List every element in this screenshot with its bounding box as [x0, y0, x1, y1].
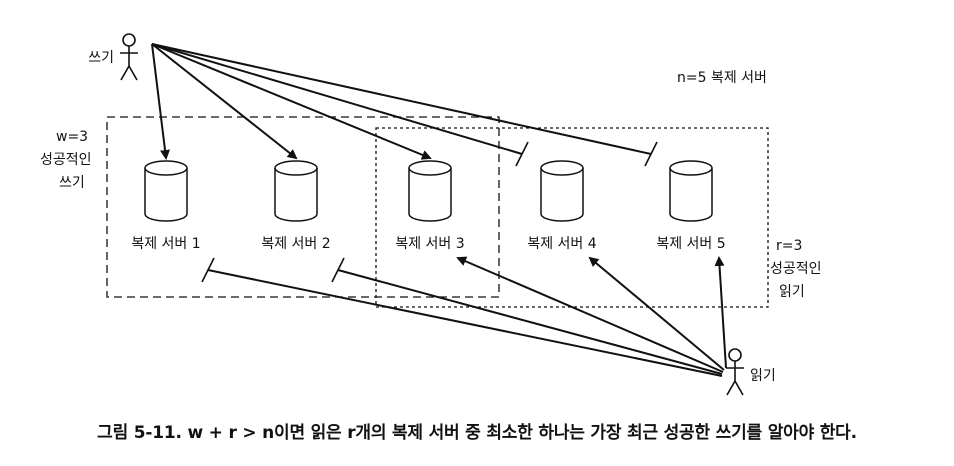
caption-text: w + r > n이면 읽은 r개의 복제 서버 중 최소한 하나는 가장 최근… [187, 423, 857, 443]
failed-write-cross-mark-4 [515, 141, 529, 167]
write-quorum-label: w=3 성공적인 쓰기 [40, 129, 92, 191]
read-quorum-line-3: 읽기 [779, 284, 805, 300]
database-cylinder-top [144, 160, 188, 176]
caption-prefix: 그림 5-11. [97, 423, 182, 443]
write-arrow-server-3 [151, 43, 432, 160]
server-label: 복제 서버 5 [656, 236, 725, 252]
server-5: 복제 서버 5 [656, 160, 726, 252]
database-cylinder-icon [669, 168, 713, 222]
write-arrow-server-1 [151, 43, 170, 160]
server-label: 복제 서버 3 [395, 236, 464, 252]
failed-read-line-server-1 [207, 269, 723, 377]
write-quorum-box [106, 116, 500, 298]
failed-read-line-server-2 [337, 269, 723, 375]
read-quorum-box [375, 127, 769, 308]
database-cylinder-icon [408, 168, 452, 222]
write-connections [151, 43, 658, 167]
failed-read-cross-mark-1 [201, 257, 215, 283]
write-quorum-line-3: 쓰기 [59, 175, 85, 191]
server-label: 복제 서버 4 [527, 236, 596, 252]
server-label: 복제 서버 2 [261, 236, 330, 252]
server-2: 복제 서버 2 [261, 160, 331, 252]
failed-write-line-server-4 [151, 43, 523, 155]
reader-actor: 읽기 [726, 348, 776, 396]
failed-write-line-server-5 [151, 43, 652, 155]
read-arrow-server-4 [588, 256, 725, 371]
replica-servers: 복제 서버 1 복제 서버 2 복제 서버 3 복제 서버 4 복제 서버 5 [131, 160, 726, 252]
reader-stick-figure-icon [726, 348, 744, 396]
database-cylinder-icon [274, 168, 318, 222]
server-3: 복제 서버 3 [395, 160, 465, 252]
total-servers-label: n=5 복제 서버 [677, 70, 767, 86]
failed-write-cross-mark-5 [644, 141, 658, 167]
reader-label: 읽기 [750, 368, 776, 384]
read-quorum-line-1: r=3 [776, 238, 802, 254]
read-arrow-server-3 [456, 256, 724, 373]
write-arrow-server-2 [151, 43, 298, 160]
write-quorum-line-1: w=3 [56, 129, 88, 145]
writer-stick-figure-icon [120, 33, 138, 81]
read-quorum-label: r=3 성공적인 읽기 [770, 238, 822, 300]
writer-label: 쓰기 [88, 50, 114, 66]
database-cylinder-top [669, 160, 713, 176]
database-cylinder-icon [540, 168, 584, 222]
writer-actor: 쓰기 [88, 33, 138, 81]
database-cylinder-top [540, 160, 584, 176]
read-quorum-line-2: 성공적인 [770, 261, 822, 277]
server-4: 복제 서버 4 [527, 160, 597, 252]
server-1: 복제 서버 1 [131, 160, 201, 252]
figure-caption: 그림 5-11. w + r > n이면 읽은 r개의 복제 서버 중 최소한 … [0, 418, 954, 443]
failed-read-cross-mark-2 [331, 257, 345, 283]
server-label: 복제 서버 1 [131, 236, 200, 252]
read-arrow-server-5 [714, 256, 727, 369]
database-cylinder-top [274, 160, 318, 176]
write-quorum-line-2: 성공적인 [40, 152, 92, 168]
database-cylinder-top [408, 160, 452, 176]
read-connections [201, 256, 727, 377]
database-cylinder-icon [144, 168, 188, 222]
